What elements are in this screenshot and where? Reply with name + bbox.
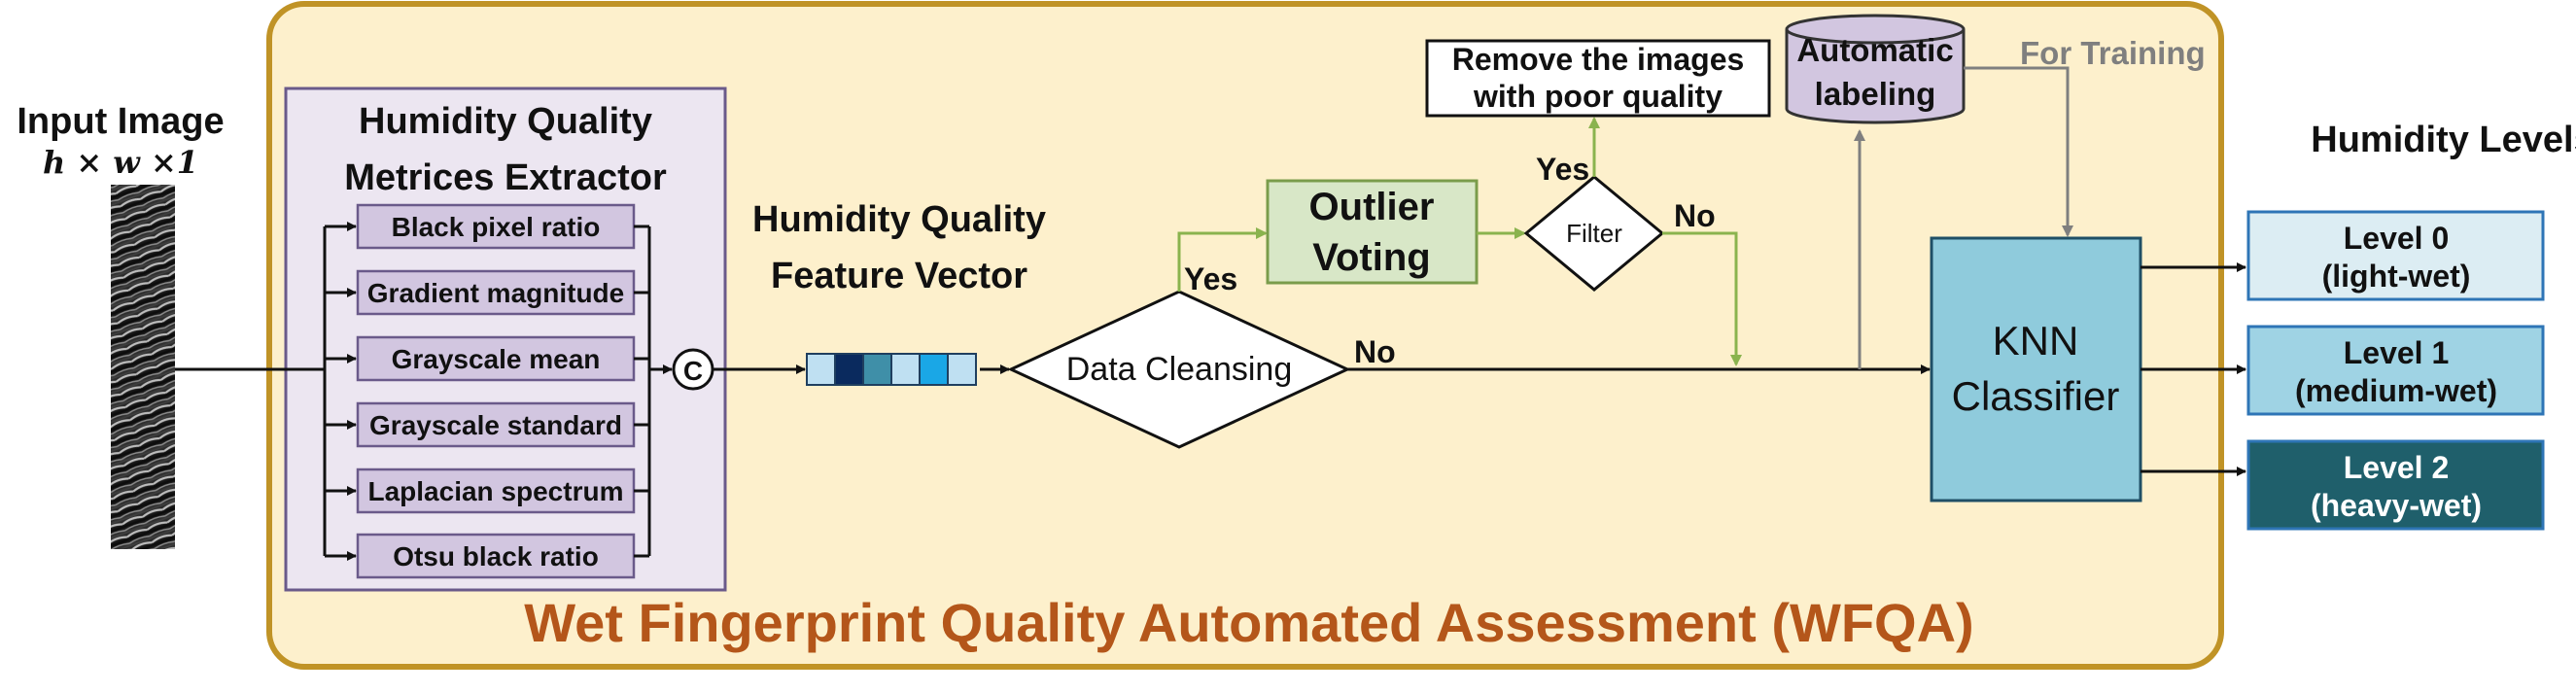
knn-classifier-box xyxy=(1930,236,2142,502)
data-cleansing-label: Data Cleansing xyxy=(1066,351,1292,388)
outlier-voting-box xyxy=(1266,179,1479,285)
filter-no-arrow xyxy=(1662,231,1742,366)
remove-images-box xyxy=(1425,39,1771,118)
extractor-item-box xyxy=(356,468,636,514)
labeling-line1: Automatic xyxy=(1796,32,1953,68)
extractor-item-box xyxy=(356,401,636,448)
feature-vector-cell xyxy=(919,353,949,386)
feature-vector xyxy=(806,353,977,386)
level-box xyxy=(2246,439,2545,531)
level-name: Level 0 xyxy=(2344,221,2450,256)
feature-vector-label-line1: Humidity Quality xyxy=(752,199,1046,240)
filter-label: Filter xyxy=(1566,219,1622,248)
extractor-item-label: Laplacian spectrum xyxy=(368,476,624,506)
extractor-title-line2: Metrices Extractor xyxy=(344,157,667,198)
level-box xyxy=(2246,325,2545,416)
input-image-dims: h × w ×1 xyxy=(43,144,198,181)
cleansing-yes-label: Yes xyxy=(1184,261,1237,296)
cleansing-no-label: No xyxy=(1354,334,1396,369)
feature-vector-cell xyxy=(806,353,836,386)
extractor-item-label: Grayscale mean xyxy=(392,344,601,374)
cleansing-yes-arrow xyxy=(1177,227,1268,292)
framework-title: Wet Fingerprint Quality Automated Assess… xyxy=(524,592,1973,653)
feature-vector-cell xyxy=(862,353,892,386)
filter-no-label: No xyxy=(1674,198,1716,233)
fingerprint-image xyxy=(111,185,175,549)
input-image-title: Input Image xyxy=(17,101,224,142)
extractor-item-label: Gradient magnitude xyxy=(367,278,624,308)
concat-symbol: C xyxy=(683,356,703,386)
filter-yes-label: Yes xyxy=(1536,152,1589,187)
extractor-item-label: Grayscale standard xyxy=(369,410,622,440)
feature-vector-cell xyxy=(890,353,921,386)
outlier-voting-line1: Outlier xyxy=(1309,186,1435,228)
extractor-title-line1: Humidity Quality xyxy=(359,101,652,142)
feature-vector-label-line2: Feature Vector xyxy=(771,256,1027,296)
feature-vector-cell xyxy=(947,353,977,386)
level-box xyxy=(2246,210,2545,301)
extractor-item-label: Black pixel ratio xyxy=(392,212,601,242)
remove-images-line1: Remove the images xyxy=(1452,42,1745,77)
for-training-label: For Training xyxy=(2020,35,2206,71)
level-desc: (heavy-wet) xyxy=(2311,488,2482,523)
knn-line2: Classifier xyxy=(1952,373,2120,419)
extractor-item-label: Otsu black ratio xyxy=(393,541,599,572)
automatic-labeling-db xyxy=(1785,14,1966,124)
knn-line1: KNN xyxy=(1993,318,2079,364)
extractor-item-box xyxy=(356,533,636,579)
feature-vector-cell xyxy=(834,353,864,386)
outlier-voting-line2: Voting xyxy=(1312,236,1430,279)
humidity-levels-title: Humidity Levels xyxy=(2311,120,2576,160)
level-name: Level 2 xyxy=(2344,450,2450,485)
labeling-line2: labeling xyxy=(1815,76,1936,112)
training-arrow xyxy=(1964,66,2073,237)
humidity-levels: Level 0(light-wet) Level 1(medium-wet) Lev… xyxy=(2141,210,2545,531)
remove-images-line2: with poor quality xyxy=(1473,79,1723,114)
level-desc: (light-wet) xyxy=(2322,259,2471,294)
level-desc: (medium-wet) xyxy=(2295,373,2497,408)
level-name: Level 1 xyxy=(2344,335,2450,370)
